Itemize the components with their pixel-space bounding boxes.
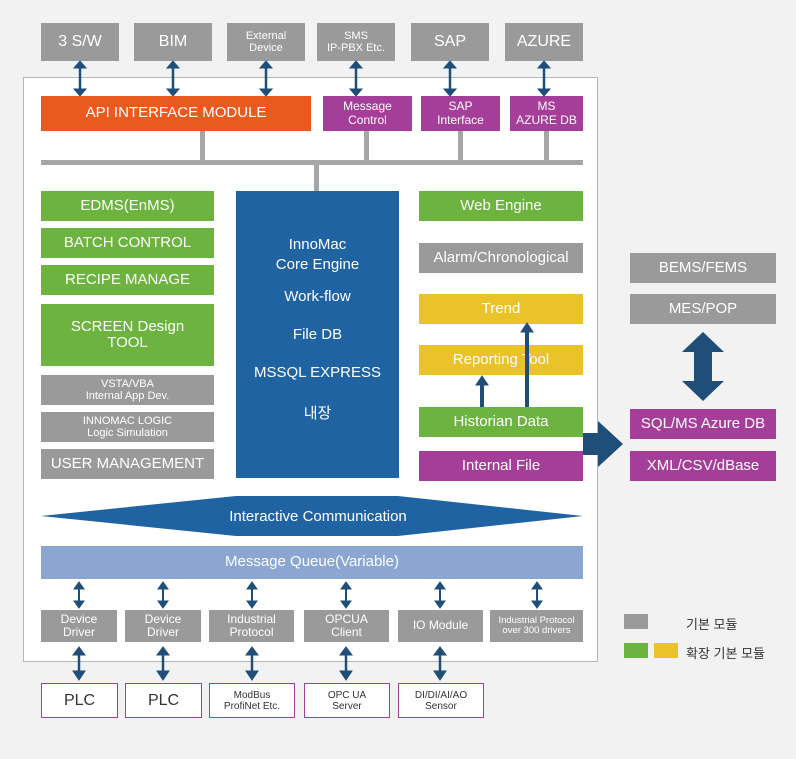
top-system-3sw: 3 S/W [41, 23, 119, 61]
field-opcua-server: OPC UA Server [304, 683, 390, 718]
sql-azure-db-storage: SQL/MS Azure DB [630, 409, 776, 439]
arrow-azure [536, 60, 552, 97]
queue-driver-arrows [73, 581, 543, 609]
top-system-bim: BIM [134, 23, 212, 61]
message-queue-bar: Message Queue(Variable) [41, 546, 583, 579]
innomac-core-engine: InnoMac Core Engine Work-flow File DB MS… [236, 191, 399, 478]
legend-basic-swatch [624, 614, 648, 629]
ms-azure-db-module: MS AZURE DB [510, 96, 583, 131]
batch-control-module: BATCH CONTROL [41, 228, 214, 258]
screen-design-tool-module: SCREEN Design TOOL [41, 304, 214, 366]
api-interface-module: API INTERFACE MODULE [41, 96, 311, 131]
top-connector-arrows [72, 60, 552, 97]
driver-field-arrows [72, 646, 447, 681]
mes-pop-system: MES/POP [630, 294, 776, 324]
top-system-external-device: External Device [227, 23, 305, 61]
driver-io-module: IO Module [398, 610, 483, 642]
bus-drop-sap [458, 131, 463, 161]
reporting-tool-module: Reporting Tool [419, 345, 583, 375]
export-arrow [583, 421, 623, 467]
top-system-azure: AZURE [505, 23, 583, 61]
arrow-sms [348, 60, 364, 97]
driver-industrial-protocol-300: Industrial Protocol over 300 drivers [490, 610, 583, 642]
top-system-sap: SAP [411, 23, 489, 61]
legend-extended-green-swatch [624, 643, 648, 658]
core-mssql-express: MSSQL EXPRESS [254, 364, 381, 381]
arrow-sap [442, 60, 458, 97]
field-modbus-profinet: ModBus ProfiNet Etc. [209, 683, 295, 718]
bus-drop-core [314, 164, 319, 191]
api-bus-line [41, 160, 583, 165]
top-system-sms: SMS IP-PBX Etc. [317, 23, 395, 61]
legend-extended-yellow-swatch [654, 643, 678, 658]
internal-file-module: Internal File [419, 451, 583, 481]
xml-csv-dbase-storage: XML/CSV/dBase [630, 451, 776, 481]
field-plc-2: PLC [125, 683, 202, 718]
core-engine-title: InnoMac Core Engine [275, 236, 360, 273]
bus-drop-api [200, 131, 205, 161]
bems-fems-system: BEMS/FEMS [630, 253, 776, 283]
field-plc-1: PLC [41, 683, 118, 718]
core-file-db: File DB [292, 326, 343, 343]
bus-drop-message [364, 131, 369, 161]
recipe-manage-module: RECIPE MANAGE [41, 265, 214, 295]
driver-industrial-protocol: Industrial Protocol [209, 610, 294, 642]
interactive-communication-arrow [41, 496, 583, 536]
mes-sql-double-arrow [682, 332, 724, 401]
arrow-external-device [258, 60, 274, 97]
legend-basic-label: 기본 모듈 [686, 617, 738, 632]
core-builtin: 내장 [303, 405, 332, 422]
sap-interface-module: SAP Interface [421, 96, 500, 131]
legend-extended-label: 확장 기본 모듈 [686, 646, 765, 661]
field-sensor: DI/DI/AI/AO Sensor [398, 683, 484, 718]
internal-up-arrows [475, 322, 534, 407]
web-engine-module: Web Engine [419, 191, 583, 221]
driver-device-1: Device Driver [41, 610, 117, 642]
vsta-vba-module: VSTA/VBA Internal App Dev. [41, 375, 214, 405]
edms-module: EDMS(EnMS) [41, 191, 214, 221]
alarm-chronological-module: Alarm/Chronological [419, 243, 583, 273]
bus-drop-azure [544, 131, 549, 161]
historian-data-module: Historian Data [419, 407, 583, 437]
arrow-3sw [72, 60, 88, 97]
driver-device-2: Device Driver [125, 610, 201, 642]
core-workflow: Work-flow [284, 288, 351, 305]
message-control-module: Message Control [323, 96, 412, 131]
interactive-communication-label: Interactive Communication [229, 508, 407, 525]
user-management-module: USER MANAGEMENT [41, 449, 214, 479]
innomac-logic-module: INNOMAC LOGIC Logic Simulation [41, 412, 214, 442]
arrow-bim [165, 60, 181, 97]
trend-module: Trend [419, 294, 583, 324]
driver-opcua-client: OPCUA Client [304, 610, 389, 642]
